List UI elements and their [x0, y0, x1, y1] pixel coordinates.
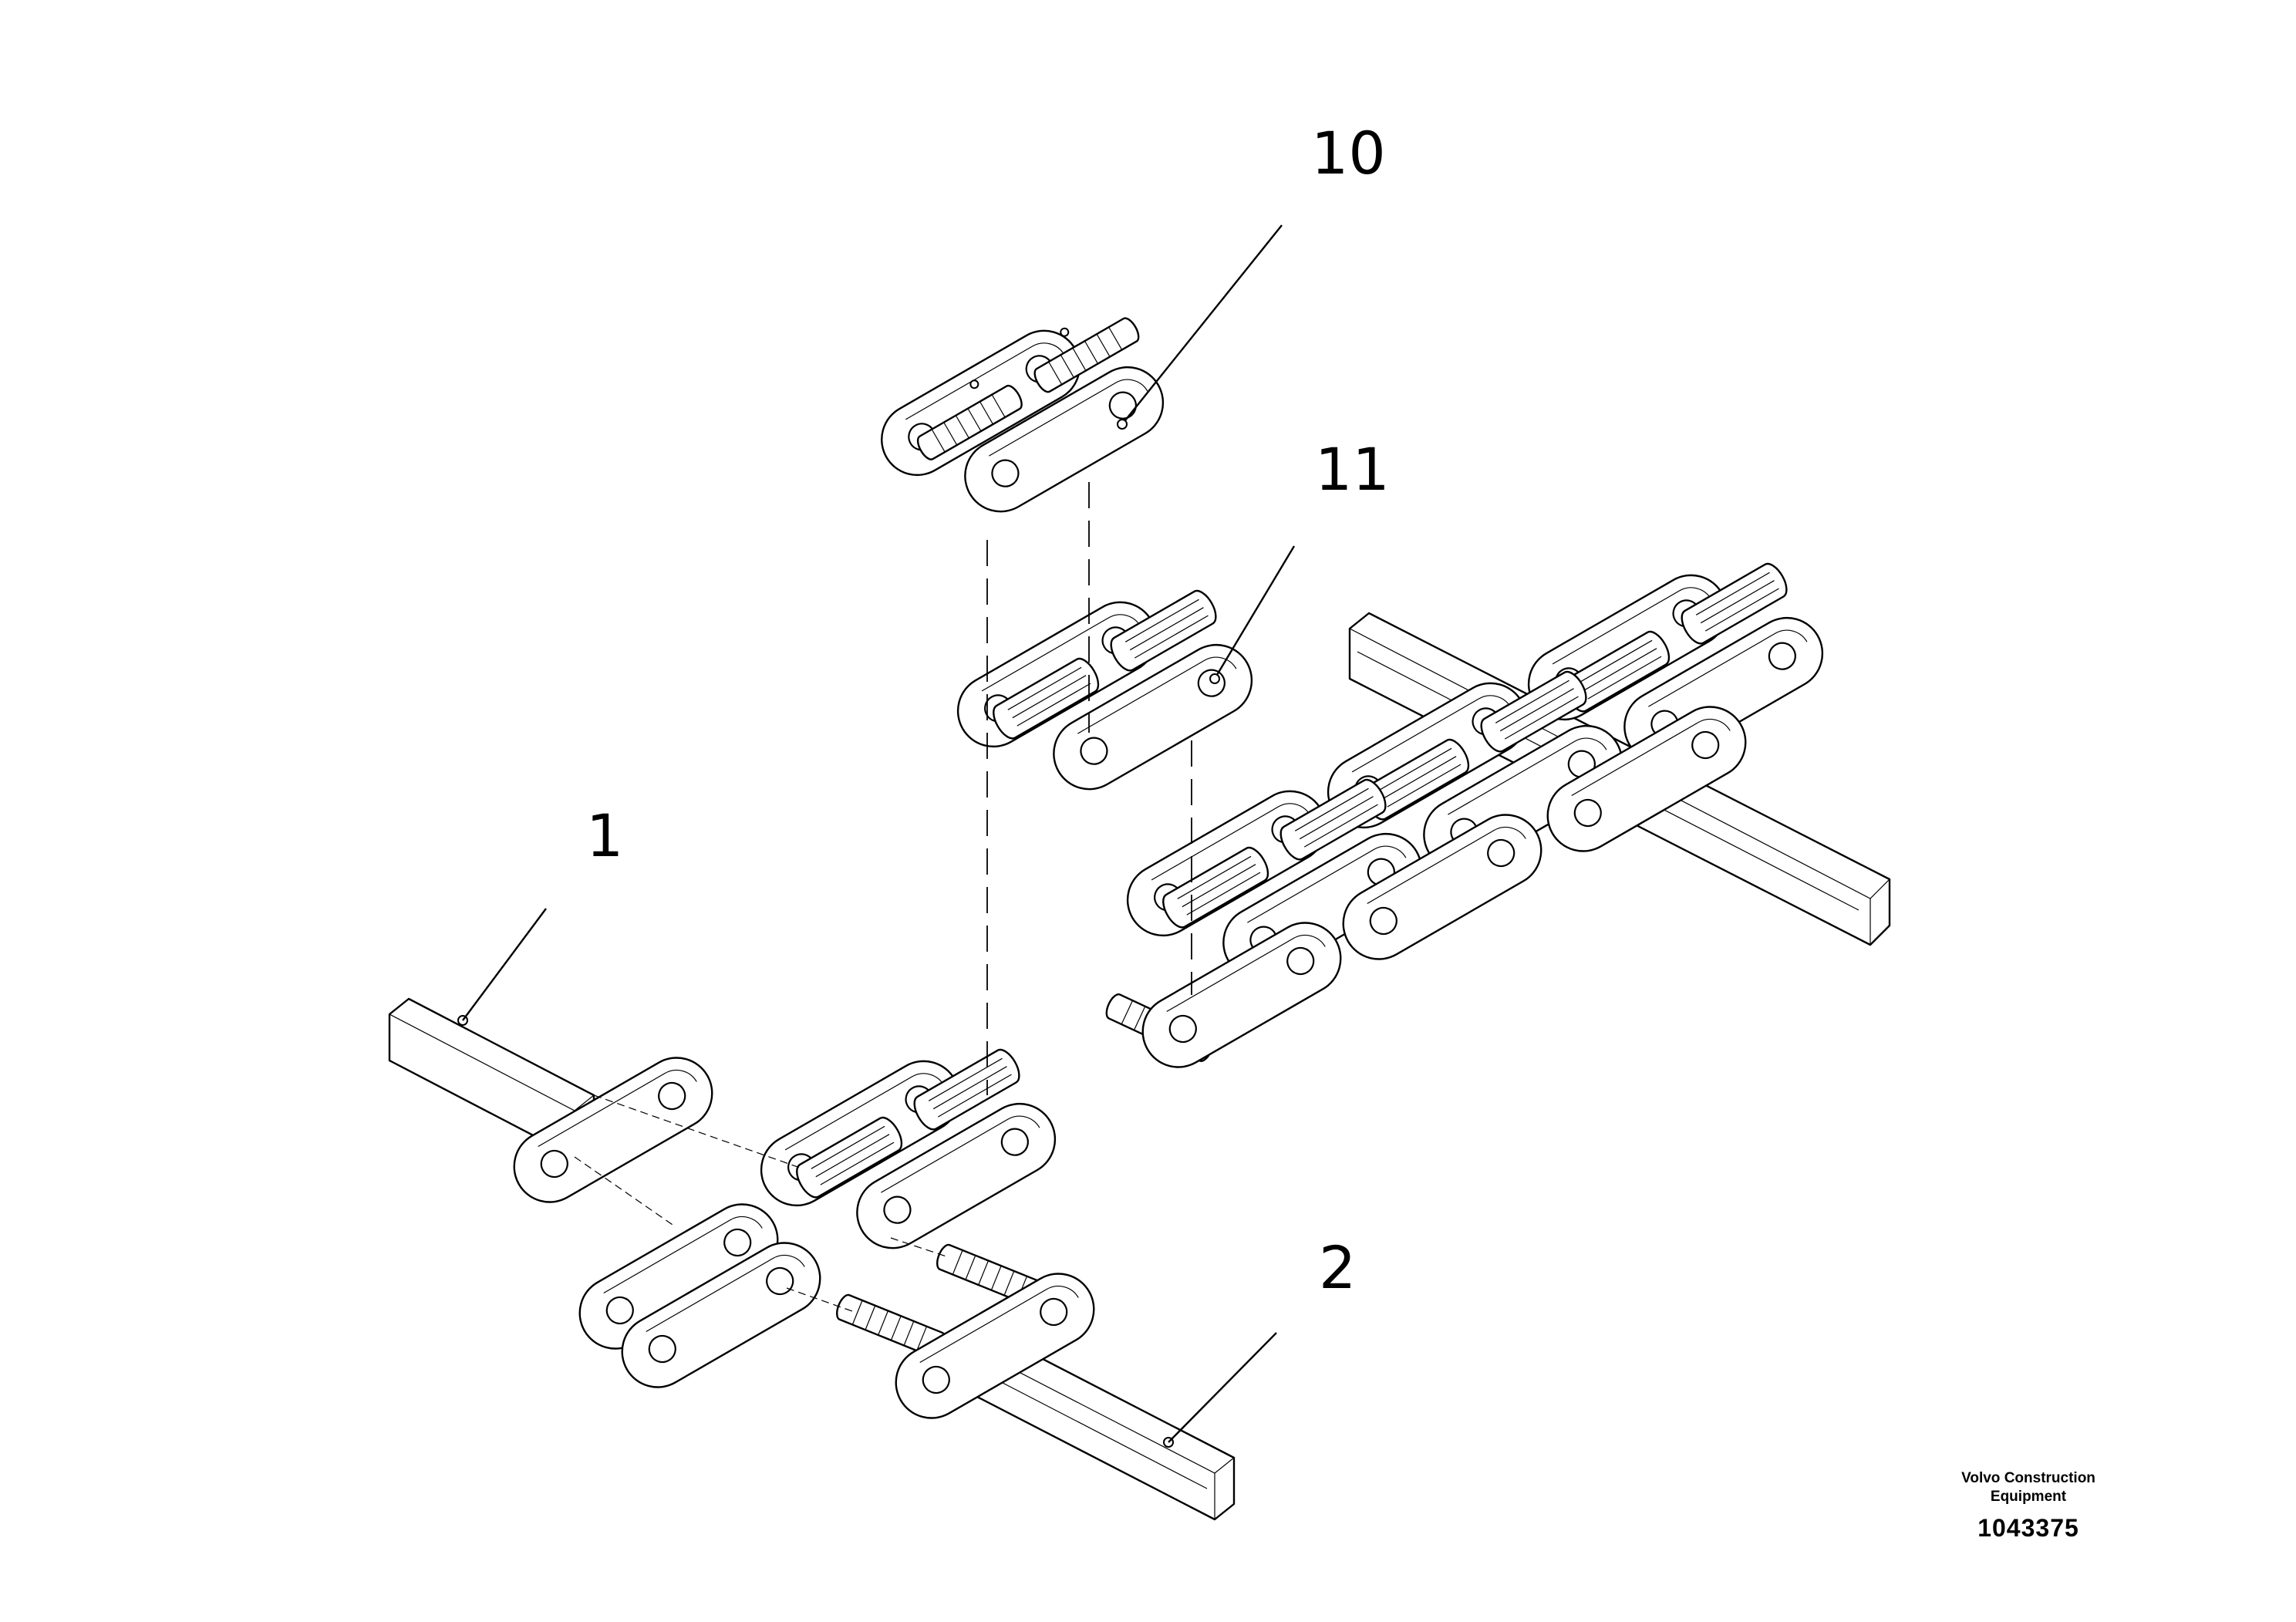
inner-plate-pair [565, 1190, 834, 1401]
callout-1: 1 [586, 801, 623, 870]
brand-name-line-2: Equipment [1990, 1489, 2067, 1505]
drawing-number: 1043375 [1977, 1514, 2079, 1542]
assembly-guide-lines [574, 482, 1192, 1312]
part-10-connecting-link [868, 314, 1177, 526]
callout-2: 2 [1319, 1233, 1356, 1302]
brand-block: Volvo Construction Equipment 1043375 [1913, 1469, 2144, 1543]
callout-10: 10 [1311, 119, 1386, 187]
brand-name-line-1: Volvo Construction [1961, 1470, 2095, 1486]
assembled-chain [1102, 531, 1891, 1081]
part-11-roller-link [945, 558, 1265, 833]
callout-11: 11 [1315, 435, 1390, 504]
part-2-attachment-link [833, 1242, 1236, 1521]
leader-lines [462, 224, 1296, 1443]
part-1-attachment-link [388, 997, 727, 1216]
